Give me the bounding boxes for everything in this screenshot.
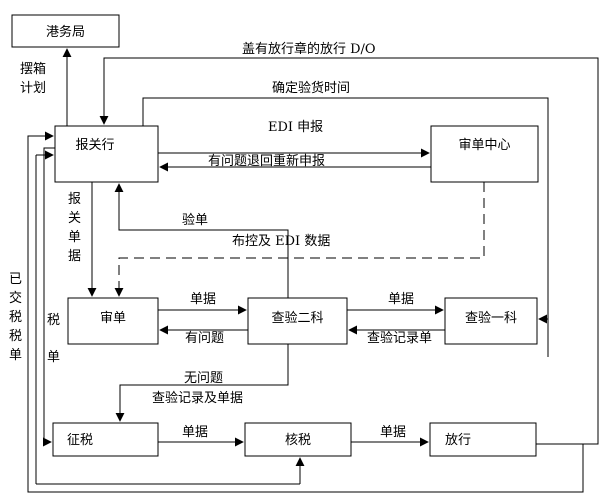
label-return-redeclare: 有问题退回重新申报	[208, 153, 325, 169]
label-declaration-docs-c1: 报	[68, 192, 81, 207]
node-port-bureau: 港务局	[11, 14, 120, 48]
label-declaration-docs-c2: 关	[68, 211, 81, 226]
node-inspection-2: 查验二科	[247, 297, 348, 345]
node-release: 放行	[429, 422, 537, 457]
label-stacking-plan-line-1: 摆箱	[20, 61, 46, 77]
label-edi-declare: EDI 申报	[268, 120, 323, 135]
node-inspection-1-label: 查验一科	[465, 310, 517, 326]
label-tax-bill-c2: 单	[47, 350, 60, 365]
label-docs-tax-verify: 单据	[182, 425, 208, 440]
label-paid-tax-bill-c5: 单	[9, 348, 22, 363]
label-inspect-doc: 验单	[182, 212, 208, 228]
node-tax-verification: 核税	[244, 422, 352, 457]
edge-tax-bill	[42, 147, 55, 447]
node-review-center-label: 审单中心	[458, 138, 510, 153]
label-paid-tax-bill: 已 交 税 税 单	[9, 272, 22, 363]
edge-inspect-doc	[114, 183, 289, 298]
label-declaration-docs-c4: 据	[68, 249, 81, 264]
node-inspection-2-label: 查验二科	[271, 310, 323, 326]
label-docs-review-insp2: 单据	[190, 292, 216, 307]
label-stacking-plan-line-2: 计划	[20, 81, 46, 96]
node-release-label: 放行	[445, 433, 471, 448]
label-paid-tax-bill-c3: 税	[9, 310, 22, 325]
node-port-bureau-label: 港务局	[46, 24, 85, 40]
edge-no-issue	[115, 344, 289, 422]
node-review-center: 审单中心	[430, 125, 539, 183]
label-paid-tax-bill-c2: 交	[9, 290, 22, 306]
edge-confirm-time	[142, 97, 549, 357]
edge-paid-tax-bill	[27, 131, 584, 493]
edge-control-edi	[114, 182, 485, 297]
label-docs-insp2-insp1: 单据	[388, 292, 414, 307]
node-tax-collection: 征税	[52, 422, 159, 457]
label-no-issue: 无问题	[184, 371, 223, 386]
label-confirm-time: 确定验货时间	[272, 80, 350, 96]
label-record-and-docs: 查验记录及单据	[152, 390, 243, 406]
node-inspection-1: 查验一科	[444, 297, 538, 345]
node-customs-broker: 报关行	[54, 125, 159, 183]
label-paid-tax-bill-c4: 税	[9, 329, 22, 344]
label-declaration-docs: 报 关 单 据	[68, 192, 81, 264]
node-tax-collection-label: 征税	[67, 433, 93, 448]
node-review-label: 审单	[100, 311, 126, 326]
label-has-issue: 有问题	[185, 331, 224, 346]
label-paid-tax-bill-c1: 已	[9, 272, 22, 287]
label-docs-verify-release: 单据	[380, 425, 406, 440]
label-declaration-docs-c3: 单	[68, 230, 81, 245]
edge-release-do	[99, 57, 599, 445]
node-customs-broker-label: 报关行	[75, 138, 114, 153]
label-control-edi: 布控及 EDI 数据	[232, 234, 330, 249]
label-inspection-record: 查验记录单	[367, 330, 432, 346]
label-release-do: 盖有放行章的放行 D/O	[242, 41, 376, 57]
label-tax-bill-c1: 税	[47, 313, 60, 328]
label-stacking-plan: 摆箱 计划	[20, 61, 46, 96]
node-review: 审单	[67, 297, 159, 345]
node-tax-verification-label: 核税	[285, 433, 311, 448]
label-tax-bill: 税 单	[47, 313, 60, 365]
